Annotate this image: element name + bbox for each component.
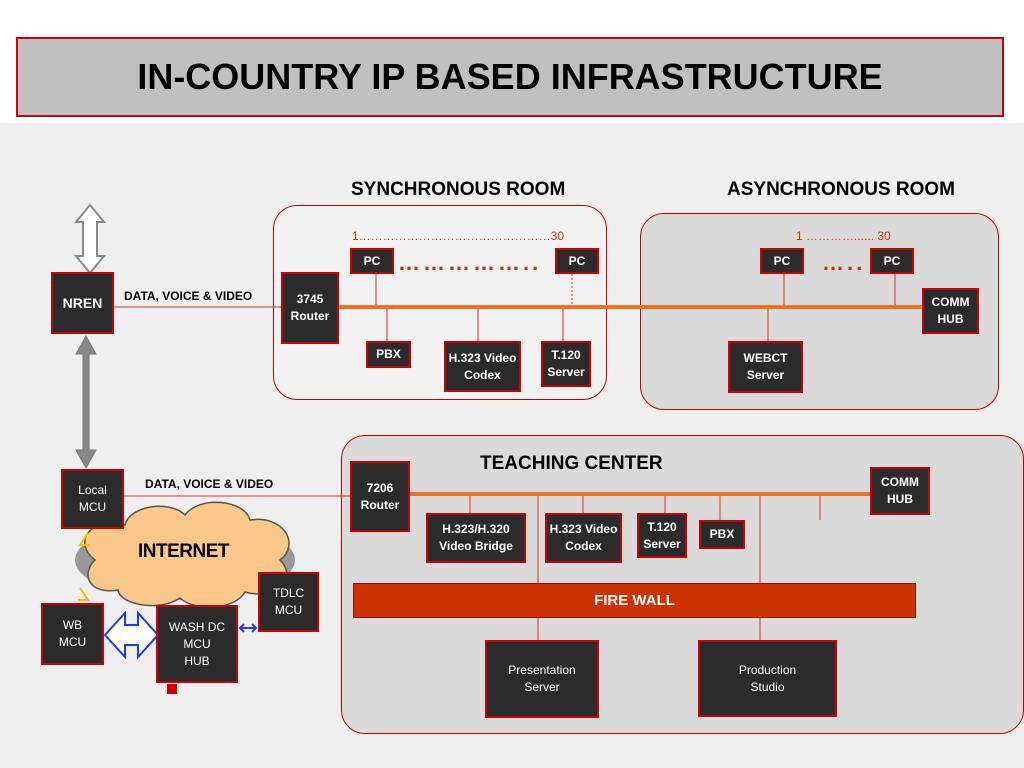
sync-pbx: PBX xyxy=(366,341,411,368)
async-pc-30: PC xyxy=(870,248,914,274)
presentation-server: Presentation Server xyxy=(485,640,599,718)
router-3745: 3745 Router xyxy=(281,272,339,344)
synchronous-room-heading: SYNCHRONOUS ROOM xyxy=(351,179,566,200)
async-pc-range: 1 …………...... 30 xyxy=(796,229,891,243)
page-title: IN-COUNTRY IP BASED INFRASTRUCTURE xyxy=(137,56,883,97)
sync-pc-30: PC xyxy=(555,248,599,274)
teaching-network-bus xyxy=(410,492,872,496)
nren-node: NREN xyxy=(51,272,114,334)
production-studio: Production Studio xyxy=(698,640,837,717)
teaching-h323-codex: H.323 Video Codex xyxy=(545,513,622,563)
local-mcu-link-label: DATA, VOICE & VIDEO xyxy=(145,477,274,491)
async-pc-ellipsis: ….. xyxy=(822,250,866,275)
async-comm-hub: COMM HUB xyxy=(922,288,979,334)
sync-h323-codex: H.323 Video Codex xyxy=(444,341,521,392)
sync-t120-server: T.120 Server xyxy=(541,341,591,387)
teaching-t120-server: T.120 Server xyxy=(637,513,687,558)
internet-label: INTERNET xyxy=(138,541,230,562)
firewall-bar: FIRE WALL xyxy=(353,583,916,618)
async-pc-1: PC xyxy=(760,248,804,274)
video-bridge: H.323/H.320 Video Bridge xyxy=(426,513,526,563)
wb-mcu: WB MCU xyxy=(41,603,104,665)
title-bar: IN-COUNTRY IP BASED INFRASTRUCTURE xyxy=(16,37,1004,117)
asynchronous-room-heading: ASYNCHRONOUS ROOM xyxy=(727,179,956,200)
router-7206: 7206 Router xyxy=(350,461,410,532)
internet-cloud-shape xyxy=(75,501,295,608)
sync-pc-ellipsis: …………….. xyxy=(398,250,542,275)
sync-network-bus xyxy=(338,305,923,309)
teaching-pbx: PBX xyxy=(699,520,745,549)
sync-pc-range: 1…………………………………………30 xyxy=(352,229,565,243)
tdlc-mcu: TDLC MCU xyxy=(258,572,319,632)
wash-dc-mcu-hub: WASH DC MCU HUB xyxy=(156,605,238,683)
local-mcu: Local MCU xyxy=(61,469,124,529)
teaching-comm-hub: COMM HUB xyxy=(870,467,930,515)
webct-server: WEBCT Server xyxy=(728,341,803,393)
teaching-center-heading: TEACHING CENTER xyxy=(480,453,663,474)
sync-pc-1: PC xyxy=(350,248,394,274)
nren-link-label: DATA, VOICE & VIDEO xyxy=(124,289,253,303)
